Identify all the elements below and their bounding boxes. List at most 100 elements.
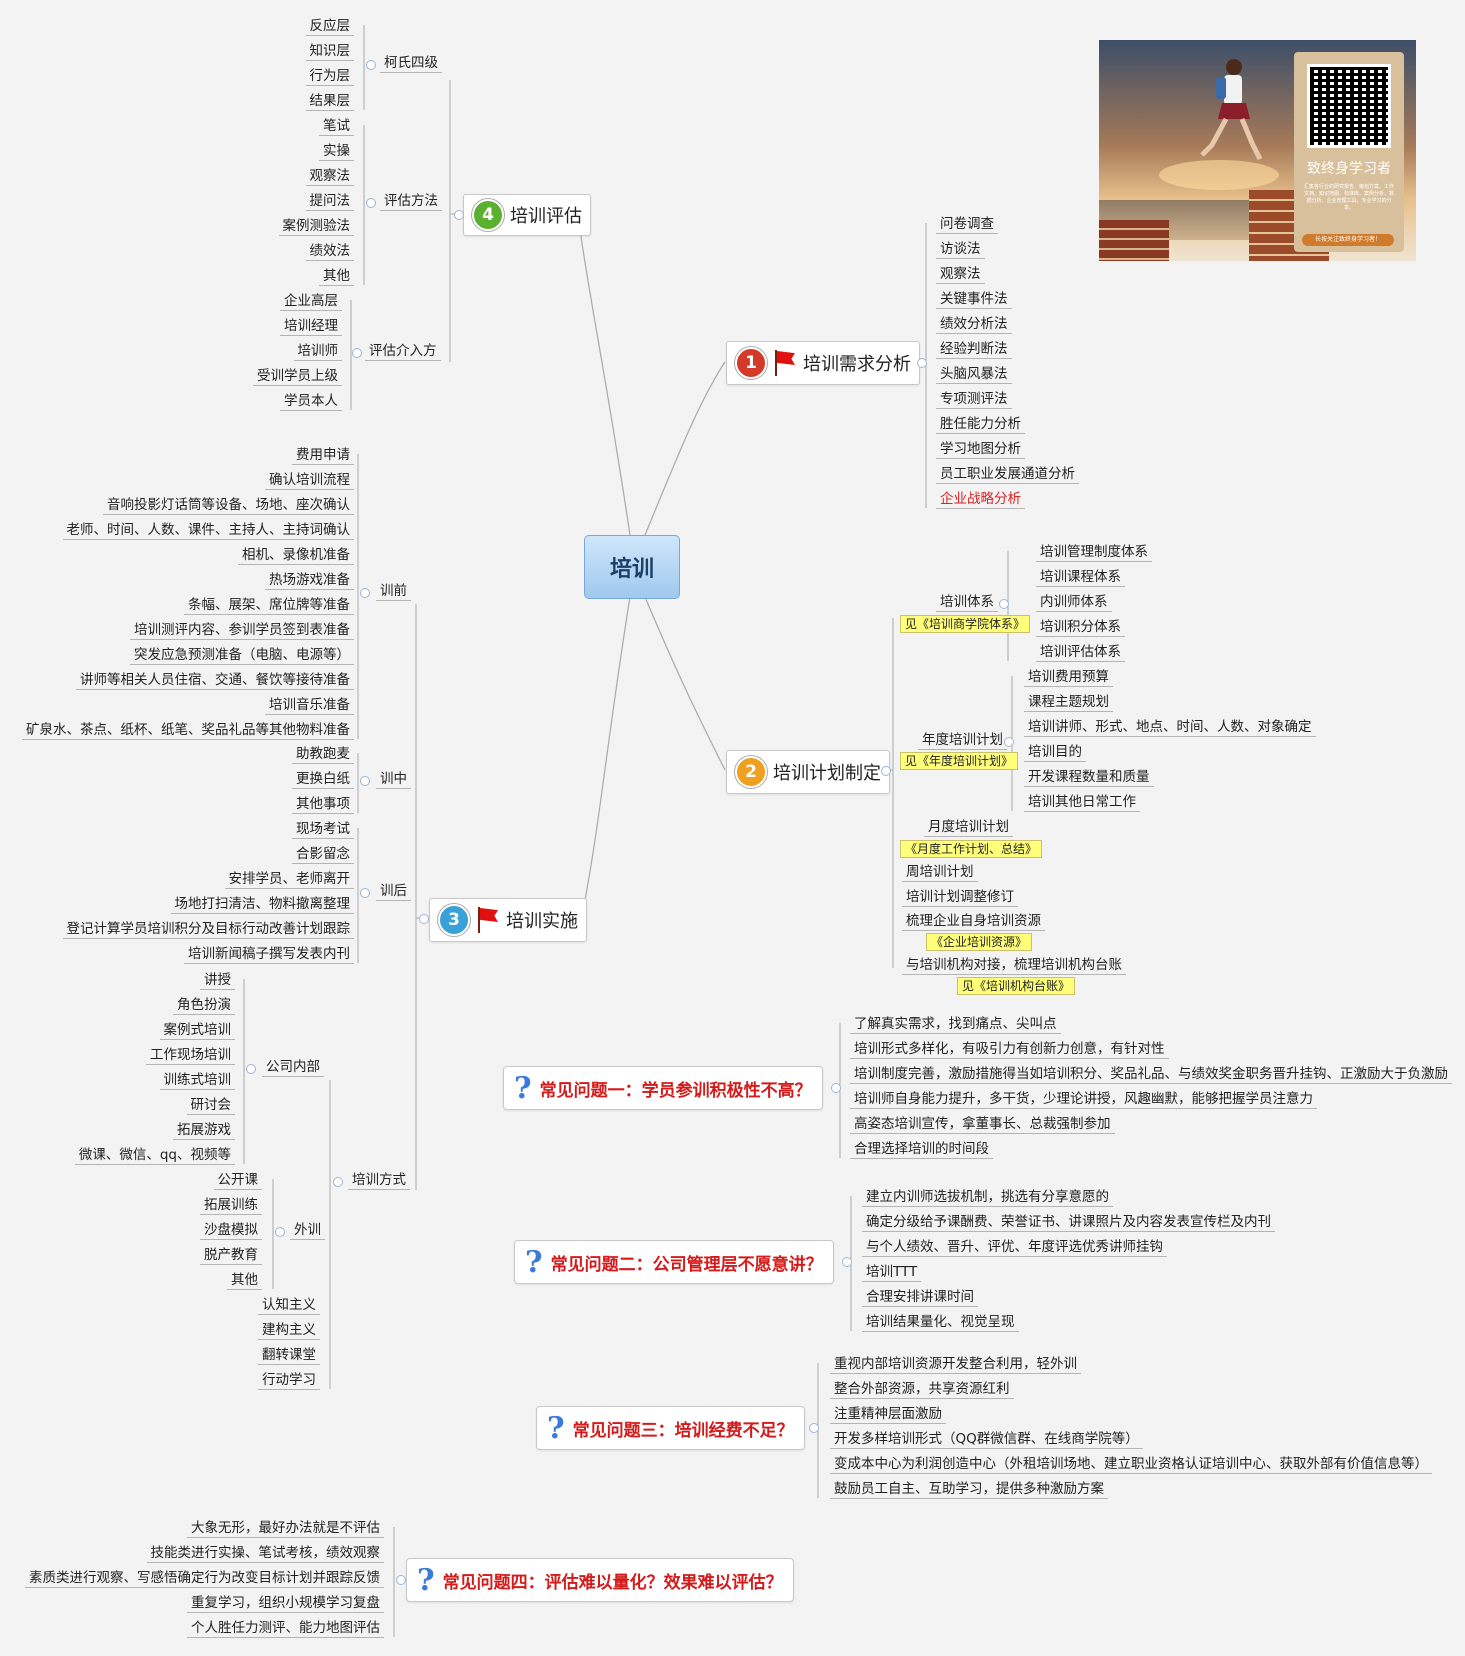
implement-after-item[interactable]: 培训新闻稿子撰写发表内刊: [184, 945, 354, 964]
plan-system-item[interactable]: 培训管理制度体系: [1036, 543, 1152, 562]
faq-2-item[interactable]: 与个人绩效、晋升、评优、年度评选优秀讲师挂钩: [862, 1238, 1167, 1257]
plan-system-item[interactable]: 内训师体系: [1036, 593, 1112, 612]
implement-before-item[interactable]: 条幅、展架、席位牌等准备: [184, 596, 354, 615]
collapse-toggle-icon[interactable]: [831, 1083, 841, 1093]
topic-need-analysis[interactable]: 1 培训需求分析: [726, 341, 920, 385]
implement-during-item[interactable]: 助教跑麦: [292, 745, 354, 764]
implement-before-item[interactable]: 音响投影灯话筒等设备、场地、座次确认: [103, 496, 354, 515]
eval-kirk-item[interactable]: 知识层: [305, 42, 354, 61]
faq-1-item[interactable]: 高姿态培训宣传，拿董事长、总裁强制参加: [850, 1115, 1115, 1134]
implement-before-item[interactable]: 矿泉水、茶点、纸杯、纸笔、奖品礼品等其他物料准备: [22, 721, 354, 740]
implement-before-item[interactable]: 确认培训流程: [265, 471, 354, 490]
faq-2-item[interactable]: 建立内训师选拔机制，挑选有分享意愿的: [862, 1188, 1113, 1207]
collapse-toggle-icon[interactable]: [360, 888, 370, 898]
faq-1-item[interactable]: 合理选择培训的时间段: [850, 1140, 993, 1159]
implement-before-item[interactable]: 热场游戏准备: [265, 571, 354, 590]
plan-system-item[interactable]: 培训评估体系: [1036, 643, 1125, 662]
need-analysis-item[interactable]: 头脑风暴法: [936, 365, 1012, 384]
plan-agency-label[interactable]: 与培训机构对接，梳理培训机构台账: [902, 956, 1126, 975]
faq-1-item[interactable]: 了解真实需求，找到痛点、尖叫点: [850, 1015, 1061, 1034]
faq-2-item[interactable]: 合理安排讲课时间: [862, 1288, 978, 1307]
faq-3-item[interactable]: 注重精神层面激励: [830, 1405, 946, 1424]
implement-before-item[interactable]: 老师、时间、人数、课件、主持人、主持词确认: [62, 521, 354, 540]
topic-evaluation[interactable]: 4 培训评估: [463, 194, 591, 236]
implement-before-item[interactable]: 费用申请: [292, 446, 354, 465]
need-analysis-item[interactable]: 学习地图分析: [936, 440, 1025, 459]
faq-1-item[interactable]: 培训形式多样化，有吸引力有创新力创意，有针对性: [850, 1040, 1169, 1059]
eval-methods-item[interactable]: 实操: [319, 142, 354, 161]
implement-before-item[interactable]: 培训音乐准备: [265, 696, 354, 715]
faq-1-topic[interactable]: ? 常见问题一：学员参训积极性不高？: [503, 1066, 823, 1110]
plan-annual-item[interactable]: 培训其他日常工作: [1024, 793, 1140, 812]
eval-kirk-label[interactable]: 柯氏四级: [380, 54, 442, 73]
implement-before-item[interactable]: 讲师等相关人员住宿、交通、餐饮等接待准备: [76, 671, 354, 690]
collapse-toggle-icon[interactable]: [352, 348, 362, 358]
methods-internal-item[interactable]: 拓展游戏: [173, 1121, 235, 1140]
faq-4-item[interactable]: 素质类进行观察、写感悟确定行为改变目标计划并跟踪反馈: [25, 1569, 384, 1588]
methods-internal-item[interactable]: 微课、微信、qq、视频等: [74, 1146, 235, 1165]
implement-after-item[interactable]: 安排学员、老师离开: [224, 870, 354, 889]
methods-external-item[interactable]: 拓展训练: [200, 1196, 262, 1215]
implement-before-item[interactable]: 培训测评内容、参训学员签到表准备: [130, 621, 354, 640]
qr-code-icon[interactable]: [1307, 64, 1391, 148]
collapse-toggle-icon[interactable]: [275, 1227, 285, 1237]
eval-kirk-item[interactable]: 反应层: [305, 17, 354, 36]
plan-annual-item[interactable]: 培训讲师、形式、地点、时间、人数、对象确定: [1024, 718, 1316, 737]
collapse-toggle-icon[interactable]: [396, 1575, 406, 1585]
plan-system-label[interactable]: 培训体系: [936, 593, 998, 612]
collapse-toggle-icon[interactable]: [1004, 737, 1014, 747]
eval-who-item[interactable]: 企业高层: [280, 292, 342, 311]
faq-2-item[interactable]: 培训TTT: [862, 1263, 922, 1282]
need-analysis-item[interactable]: 访谈法: [936, 240, 985, 259]
need-analysis-item[interactable]: 绩效分析法: [936, 315, 1012, 334]
faq-4-item[interactable]: 个人胜任力测评、能力地图评估: [187, 1619, 384, 1638]
faq-3-item[interactable]: 鼓励员工自主、互助学习，提供多种激励方案: [830, 1480, 1108, 1499]
need-analysis-item[interactable]: 观察法: [936, 265, 985, 284]
methods-internal-item[interactable]: 角色扮演: [173, 996, 235, 1015]
methods-other-item[interactable]: 建构主义: [258, 1321, 320, 1340]
central-topic[interactable]: 培训: [584, 535, 680, 599]
collapse-toggle-icon[interactable]: [917, 358, 927, 368]
faq-4-item[interactable]: 技能类进行实操、笔试考核，绩效观察: [146, 1544, 384, 1563]
plan-annual-item[interactable]: 培训费用预算: [1024, 668, 1113, 687]
methods-external-item[interactable]: 沙盘模拟: [200, 1221, 262, 1240]
faq-2-topic[interactable]: ? 常见问题二：公司管理层不愿意讲？: [514, 1240, 834, 1284]
faq-4-item[interactable]: 大象无形，最好办法就是不评估: [187, 1519, 384, 1538]
plan-system-item[interactable]: 培训积分体系: [1036, 618, 1125, 637]
faq-3-item[interactable]: 整合外部资源，共享资源红利: [830, 1380, 1014, 1399]
eval-methods-item[interactable]: 提问法: [305, 192, 354, 211]
faq-3-item[interactable]: 重视内部培训资源开发整合利用，轻外训: [830, 1355, 1081, 1374]
eval-kirk-item[interactable]: 行为层: [305, 67, 354, 86]
methods-other-item[interactable]: 翻转课堂: [258, 1346, 320, 1365]
methods-external-label[interactable]: 外训: [290, 1221, 325, 1240]
implement-before-item[interactable]: 突发应急预测准备（电脑、电源等）: [130, 646, 354, 665]
faq-4-topic[interactable]: ? 常见问题四：评估难以量化？效果难以评估？: [406, 1558, 794, 1602]
faq-3-item[interactable]: 开发多样培训形式（QQ群微信群、在线商学院等）: [830, 1430, 1143, 1449]
faq-1-item[interactable]: 培训师自身能力提升，多干货，少理论讲授，风趣幽默，能够把握学员注意力: [850, 1090, 1317, 1109]
collapse-toggle-icon[interactable]: [246, 1064, 256, 1074]
methods-external-item[interactable]: 脱产教育: [200, 1246, 262, 1265]
collapse-toggle-icon[interactable]: [842, 1257, 852, 1267]
collapse-toggle-icon[interactable]: [419, 914, 429, 924]
methods-internal-item[interactable]: 案例式培训: [159, 1021, 235, 1040]
plan-annual-label[interactable]: 年度培训计划: [918, 731, 1007, 750]
collapse-toggle-icon[interactable]: [360, 588, 370, 598]
implement-after-item[interactable]: 场地打扫清洁、物料撤离整理: [170, 895, 354, 914]
eval-methods-item[interactable]: 绩效法: [305, 242, 354, 261]
eval-who-item[interactable]: 培训师: [293, 342, 342, 361]
need-analysis-item[interactable]: 员工职业发展通道分析: [936, 465, 1079, 484]
collapse-toggle-icon[interactable]: [360, 776, 370, 786]
methods-other-item[interactable]: 行动学习: [258, 1371, 320, 1390]
implement-before-item[interactable]: 相机、录像机准备: [238, 546, 354, 565]
eval-methods-item[interactable]: 案例测验法: [278, 217, 354, 236]
plan-weekly-label[interactable]: 周培训计划: [902, 863, 978, 882]
methods-other-item[interactable]: 认知主义: [258, 1296, 320, 1315]
plan-adjust-label[interactable]: 培训计划调整修订: [902, 888, 1018, 907]
implement-after-item[interactable]: 登记计算学员培训积分及目标行动改善计划跟踪: [62, 920, 354, 939]
eval-kirk-item[interactable]: 结果层: [305, 92, 354, 111]
faq-1-item[interactable]: 培训制度完善，激励措施得当如培训积分、奖品礼品、与绩效奖金职务晋升挂钩、正激励大…: [850, 1065, 1452, 1084]
collapse-toggle-icon[interactable]: [366, 198, 376, 208]
plan-annual-item[interactable]: 开发课程数量和质量: [1024, 768, 1154, 787]
collapse-toggle-icon[interactable]: [454, 210, 464, 220]
need-analysis-item[interactable]: 胜任能力分析: [936, 415, 1025, 434]
